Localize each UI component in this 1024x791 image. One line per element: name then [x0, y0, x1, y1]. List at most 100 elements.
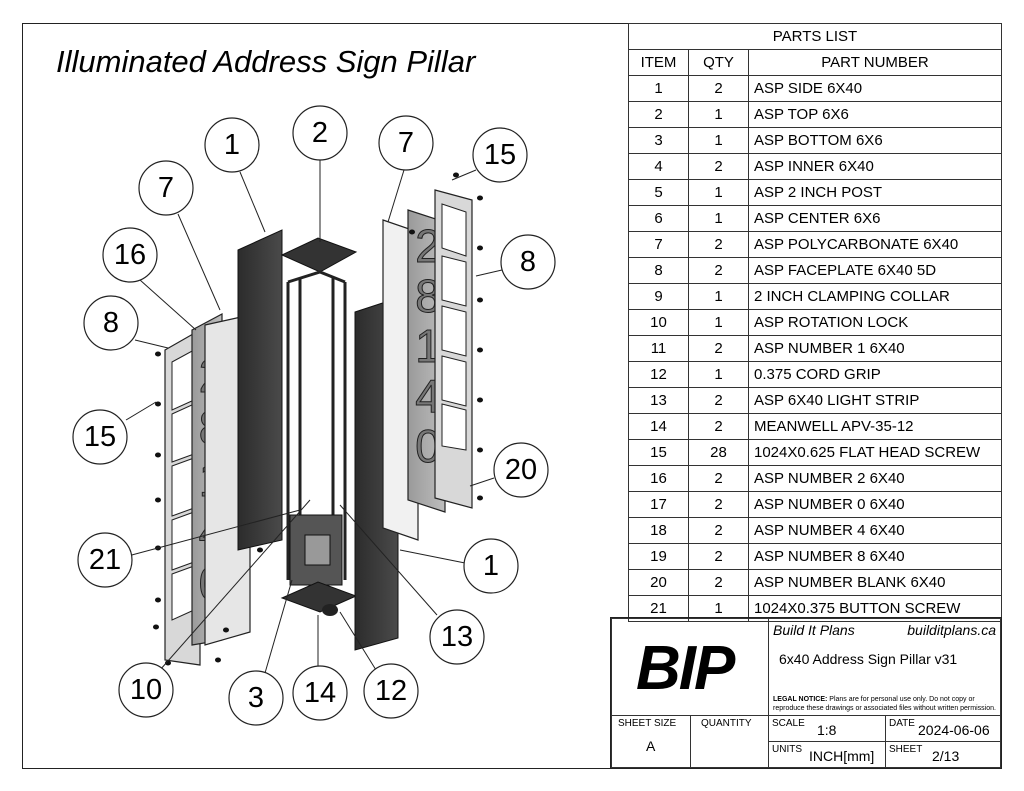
part-number-cell: ASP NUMBER 0 6X40 [748, 491, 1002, 518]
part-number-cell: 0.375 CORD GRIP [748, 361, 1002, 388]
item-cell: 15 [628, 439, 689, 466]
qty-cell: 2 [688, 569, 749, 596]
balloon-item: 16 [102, 227, 158, 283]
side-panel-back [237, 229, 283, 551]
svg-text:2: 2 [312, 117, 328, 149]
screw-icon [223, 627, 229, 633]
balloon-item: 3 [228, 670, 284, 726]
item-cell: 17 [628, 491, 689, 518]
balloon-item: 15 [72, 409, 128, 465]
scale-value: 1:8 [817, 722, 837, 738]
qty-cell: 2 [688, 257, 749, 284]
svg-text:15: 15 [484, 139, 516, 171]
balloon-item: 15 [472, 127, 528, 183]
col-header-qty: QTY [688, 49, 749, 76]
info-cell: Build It Plans builditplans.ca 6x40 Addr… [768, 618, 1001, 716]
balloon-item: 1 [204, 117, 260, 173]
screw-icon [477, 297, 483, 303]
col-header-part-number: PART NUMBER [748, 49, 1002, 76]
item-cell: 5 [628, 179, 689, 206]
qty-cell: 2 [688, 153, 749, 180]
item-cell: 10 [628, 309, 689, 336]
qty-cell: 2 [688, 335, 749, 362]
balloon-item: 14 [292, 665, 348, 721]
balloon-item: 7 [378, 115, 434, 171]
drawing-name: 6x40 Address Sign Pillar v31 [779, 651, 958, 667]
item-cell: 6 [628, 205, 689, 232]
screw-icon [215, 657, 221, 663]
part-number-cell: 1024X0.625 FLAT HEAD SCREW [748, 439, 1002, 466]
svg-text:13: 13 [441, 621, 473, 653]
item-cell: 8 [628, 257, 689, 284]
qty-cell: 1 [688, 309, 749, 336]
bottom-cap [280, 581, 358, 613]
qty-cell: 2 [688, 517, 749, 544]
balloon-item: 1 [463, 538, 519, 594]
drawing-title: Illuminated Address Sign Pillar [56, 44, 476, 79]
legal-notice: LEGAL NOTICE: Plans are for personal use… [773, 696, 996, 712]
screw-icon [409, 229, 415, 235]
screw-icon [153, 624, 159, 630]
balloon-item: 7 [138, 160, 194, 216]
balloon-item: 20 [493, 442, 549, 498]
part-number-cell: ASP TOP 6X6 [748, 101, 1002, 128]
part-number-cell: ASP NUMBER 1 6X40 [748, 335, 1002, 362]
screw-icon [477, 495, 483, 501]
screw-icon [155, 452, 161, 458]
svg-text:20: 20 [505, 454, 537, 486]
screw-icon [477, 347, 483, 353]
qty-cell: 1 [688, 205, 749, 232]
item-cell: 11 [628, 335, 689, 362]
part-number-cell: ASP INNER 6X40 [748, 153, 1002, 180]
part-number-cell: 2 INCH CLAMPING COLLAR [748, 283, 1002, 310]
svg-text:7: 7 [398, 127, 414, 159]
qty-cell: 1 [688, 101, 749, 128]
logo-cell: BIP [611, 618, 769, 716]
date-value: 2024-06-06 [918, 722, 990, 738]
qty-cell: 2 [688, 465, 749, 492]
electronics [289, 514, 343, 586]
quantity-cell: QUANTITY [690, 715, 769, 768]
svg-text:16: 16 [114, 239, 146, 271]
svg-text:12: 12 [375, 675, 407, 707]
screw-icon [155, 351, 161, 357]
svg-text:3: 3 [248, 682, 264, 714]
screw-icon [257, 547, 263, 553]
drawing-border [22, 23, 1002, 769]
balloon-item: 8 [500, 234, 556, 290]
screw-icon [477, 397, 483, 403]
qty-cell: 2 [688, 75, 749, 102]
sheet-cell: SHEET 2/13 [885, 741, 1001, 768]
part-number-cell: ASP BOTTOM 6X6 [748, 127, 1002, 154]
balloon-item: 10 [118, 662, 174, 718]
part-number-cell: ASP CENTER 6X6 [748, 205, 1002, 232]
cord-grip [322, 604, 338, 616]
qty-cell: 1 [688, 361, 749, 388]
item-cell: 12 [628, 361, 689, 388]
right-faceplate [434, 189, 473, 509]
balloon-item: 21 [77, 532, 133, 588]
units-cell: UNITS INCH[mm] [768, 741, 886, 768]
svg-text:14: 14 [304, 677, 336, 709]
part-number-cell: ASP FACEPLATE 6X40 5D [748, 257, 1002, 284]
qty-cell: 2 [688, 231, 749, 258]
part-number-cell: ASP NUMBER BLANK 6X40 [748, 569, 1002, 596]
item-cell: 9 [628, 283, 689, 310]
